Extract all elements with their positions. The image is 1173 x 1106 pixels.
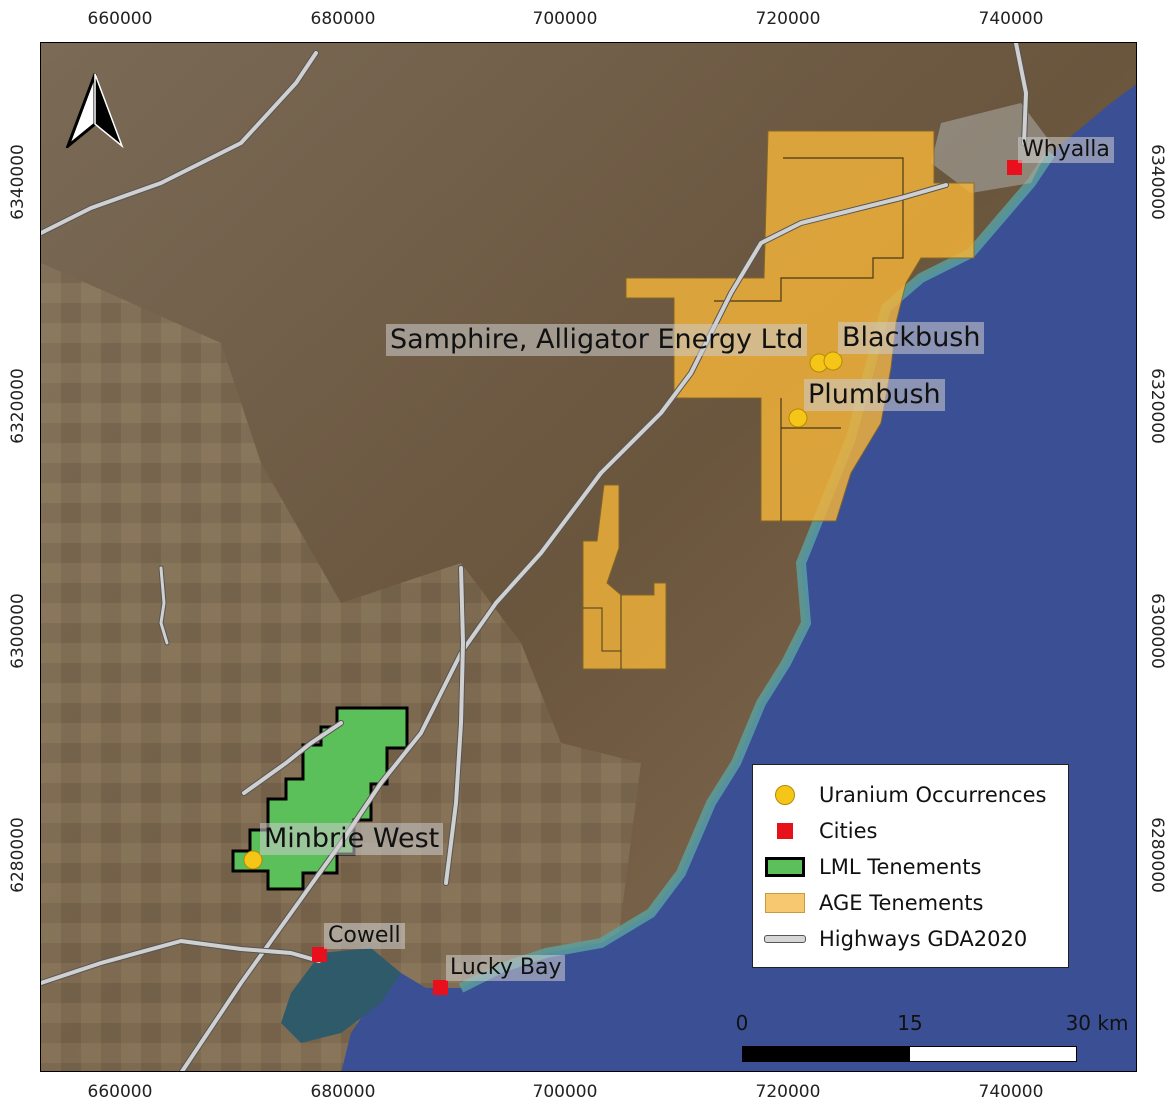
x-tick-top: 720000 (755, 9, 821, 29)
x-tick-top: 680000 (310, 9, 376, 29)
x-tick-top: 740000 (978, 9, 1044, 29)
uranium-plumbush[interactable] (788, 408, 808, 428)
legend: Uranium Occurrences Cities LML Tenements… (752, 764, 1069, 968)
label-plumbush: Plumbush (804, 379, 945, 412)
x-tick-bottom: 740000 (978, 1082, 1044, 1102)
legend-item-cities: Cities (763, 813, 1068, 849)
label-whyalla: Whyalla (1018, 137, 1114, 164)
uranium-blackbush[interactable] (823, 351, 843, 371)
city-lucky-bay[interactable] (433, 980, 448, 995)
coastal-shallows (458, 150, 1056, 993)
cowell-bay (281, 948, 401, 1043)
x-tick-bottom: 660000 (87, 1082, 153, 1102)
y-tick-right: 6320000 (1147, 368, 1167, 444)
city-whyalla[interactable] (1007, 160, 1022, 175)
scale-bar (742, 1046, 1077, 1062)
scale-label-end: 30 km (1065, 1011, 1129, 1035)
legend-item-uranium: Uranium Occurrences (763, 777, 1068, 813)
legend-label-cities: Cities (819, 819, 878, 843)
highway-symbol-icon (764, 935, 806, 943)
y-tick-left: 6340000 (8, 144, 28, 220)
x-tick-bottom: 720000 (755, 1082, 821, 1102)
age-tenement-inner-2 (780, 398, 841, 521)
x-tick-top: 700000 (532, 9, 598, 29)
city-cowell[interactable] (312, 947, 327, 962)
scale-label-mid: 15 (897, 1011, 923, 1035)
scale-label-zero: 0 (735, 1011, 749, 1035)
legend-item-lml: LML Tenements (763, 849, 1068, 885)
x-tick-bottom: 700000 (532, 1082, 598, 1102)
y-tick-left: 6300000 (8, 593, 28, 669)
x-tick-bottom: 680000 (310, 1082, 376, 1102)
y-tick-right: 6340000 (1147, 144, 1167, 220)
y-tick-left: 6320000 (8, 368, 28, 444)
age-tenement-inner (714, 157, 904, 302)
legend-item-age: AGE Tenements (763, 885, 1068, 921)
age-tenement-south-inner (583, 595, 622, 669)
farmland-west (41, 263, 641, 1071)
uranium-minbrie-west[interactable] (243, 850, 263, 870)
legend-label-uranium: Uranium Occurrences (819, 783, 1047, 807)
age-symbol-icon (765, 893, 805, 913)
y-tick-right: 6280000 (1147, 817, 1167, 893)
legend-label-lml: LML Tenements (819, 855, 982, 879)
legend-label-highways: Highways GDA2020 (819, 927, 1028, 951)
label-lucky-bay: Lucky Bay (446, 955, 566, 982)
label-samphire: Samphire, Alligator Energy Ltd (386, 324, 808, 357)
legend-label-age: AGE Tenements (819, 891, 984, 915)
label-minbrie-west: Minbrie West (260, 823, 444, 856)
label-blackbush: Blackbush (838, 322, 985, 355)
label-cowell: Cowell (324, 923, 405, 950)
legend-item-highways: Highways GDA2020 (763, 921, 1068, 957)
city-symbol-icon (777, 823, 793, 839)
y-tick-left: 6280000 (8, 817, 28, 893)
y-tick-right: 6300000 (1147, 593, 1167, 669)
north-arrow-icon (65, 73, 124, 148)
lml-symbol-icon (765, 857, 805, 877)
uranium-symbol-icon (775, 785, 795, 805)
age-tenement-south (582, 484, 667, 670)
x-tick-top: 660000 (87, 9, 153, 29)
